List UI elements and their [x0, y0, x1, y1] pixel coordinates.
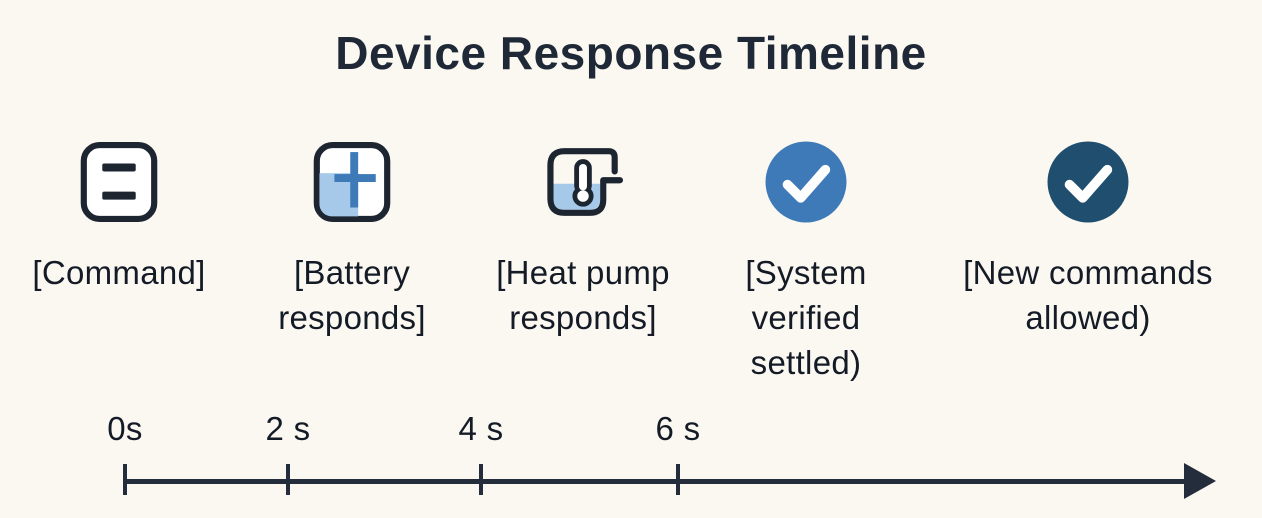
tick-label-0s: 0s	[107, 410, 143, 447]
timeline-tick-4s	[479, 464, 483, 495]
stage-battery: [Battery responds]	[192, 138, 512, 340]
timeline-tick-6s	[676, 464, 680, 495]
tick-label-6s: 6 s	[655, 410, 701, 447]
timeline-line	[125, 479, 1187, 484]
timeline-tick-0s	[123, 464, 127, 495]
command-list-icon	[80, 141, 158, 223]
stage-label-line: [Heat pump	[496, 254, 670, 291]
stage-label-line: [System	[745, 254, 867, 291]
stage-label: [New commands allowed)	[963, 250, 1213, 340]
stage-label-line: settled)	[750, 344, 862, 381]
heat-pump-thermometer-icon	[547, 148, 624, 216]
stage-label-line: [Battery	[293, 254, 411, 291]
tick-label-4s: 4 s	[458, 410, 504, 447]
stage-label-line: responds]	[509, 299, 657, 336]
stage-heat-pump: [Heat pump responds]	[423, 138, 743, 340]
tick-label-2s: 2 s	[265, 410, 311, 447]
stage-label-line: [New commands	[963, 254, 1213, 291]
stage-label: [Heat pump responds]	[496, 250, 670, 340]
page-title: Device Response Timeline	[335, 27, 927, 79]
timeline-arrowhead-icon	[1184, 463, 1216, 499]
stage-label-line: allowed)	[1025, 299, 1151, 336]
stage-system-verified: [System verified settled)	[646, 138, 966, 385]
battery-charging-icon	[313, 141, 391, 223]
check-circle-dark-icon	[1047, 141, 1129, 223]
stage-new-commands: [New commands allowed)	[928, 138, 1248, 340]
stage-label: [Command]	[32, 250, 205, 295]
stage-label-line: responds]	[278, 299, 426, 336]
stage-command: [Command]	[0, 138, 279, 295]
stage-label-line: verified	[751, 299, 861, 336]
stage-label-line: [Command]	[32, 254, 206, 291]
timeline-tick-2s	[286, 464, 290, 495]
check-circle-blue-icon	[765, 141, 847, 223]
stage-label: [System verified settled)	[745, 250, 866, 385]
stage-label: [Battery responds]	[278, 250, 426, 340]
